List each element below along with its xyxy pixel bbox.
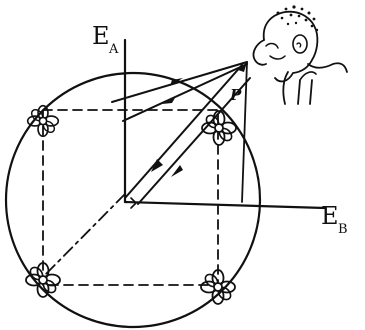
vector-returning xyxy=(137,77,251,205)
upper-ray xyxy=(111,61,248,103)
flower-icon xyxy=(200,269,236,305)
vector-label: P xyxy=(229,86,242,104)
arrowhead-down xyxy=(171,165,183,177)
orbit-circle xyxy=(4,71,262,329)
origin-marker xyxy=(130,197,137,209)
axis-label-vertical-subscript: A xyxy=(108,42,119,57)
arrowhead-eye xyxy=(238,62,247,72)
vector-outgoing xyxy=(124,64,243,199)
arrowhead-lower-ray xyxy=(162,98,175,104)
diagonal-dashdot-line xyxy=(42,193,126,278)
axis-label-vertical: E xyxy=(92,22,110,50)
axis-label-horizontal: E xyxy=(321,202,339,230)
observer-icon xyxy=(252,5,348,105)
axis-label-horizontal-subscript: B xyxy=(338,222,348,237)
arrowhead-up xyxy=(151,159,163,172)
projection-line xyxy=(241,61,248,203)
arrowhead-upper-ray xyxy=(170,78,183,86)
lower-ray xyxy=(122,63,248,122)
flower-icon xyxy=(201,110,237,146)
horizontal-axis xyxy=(123,200,327,210)
